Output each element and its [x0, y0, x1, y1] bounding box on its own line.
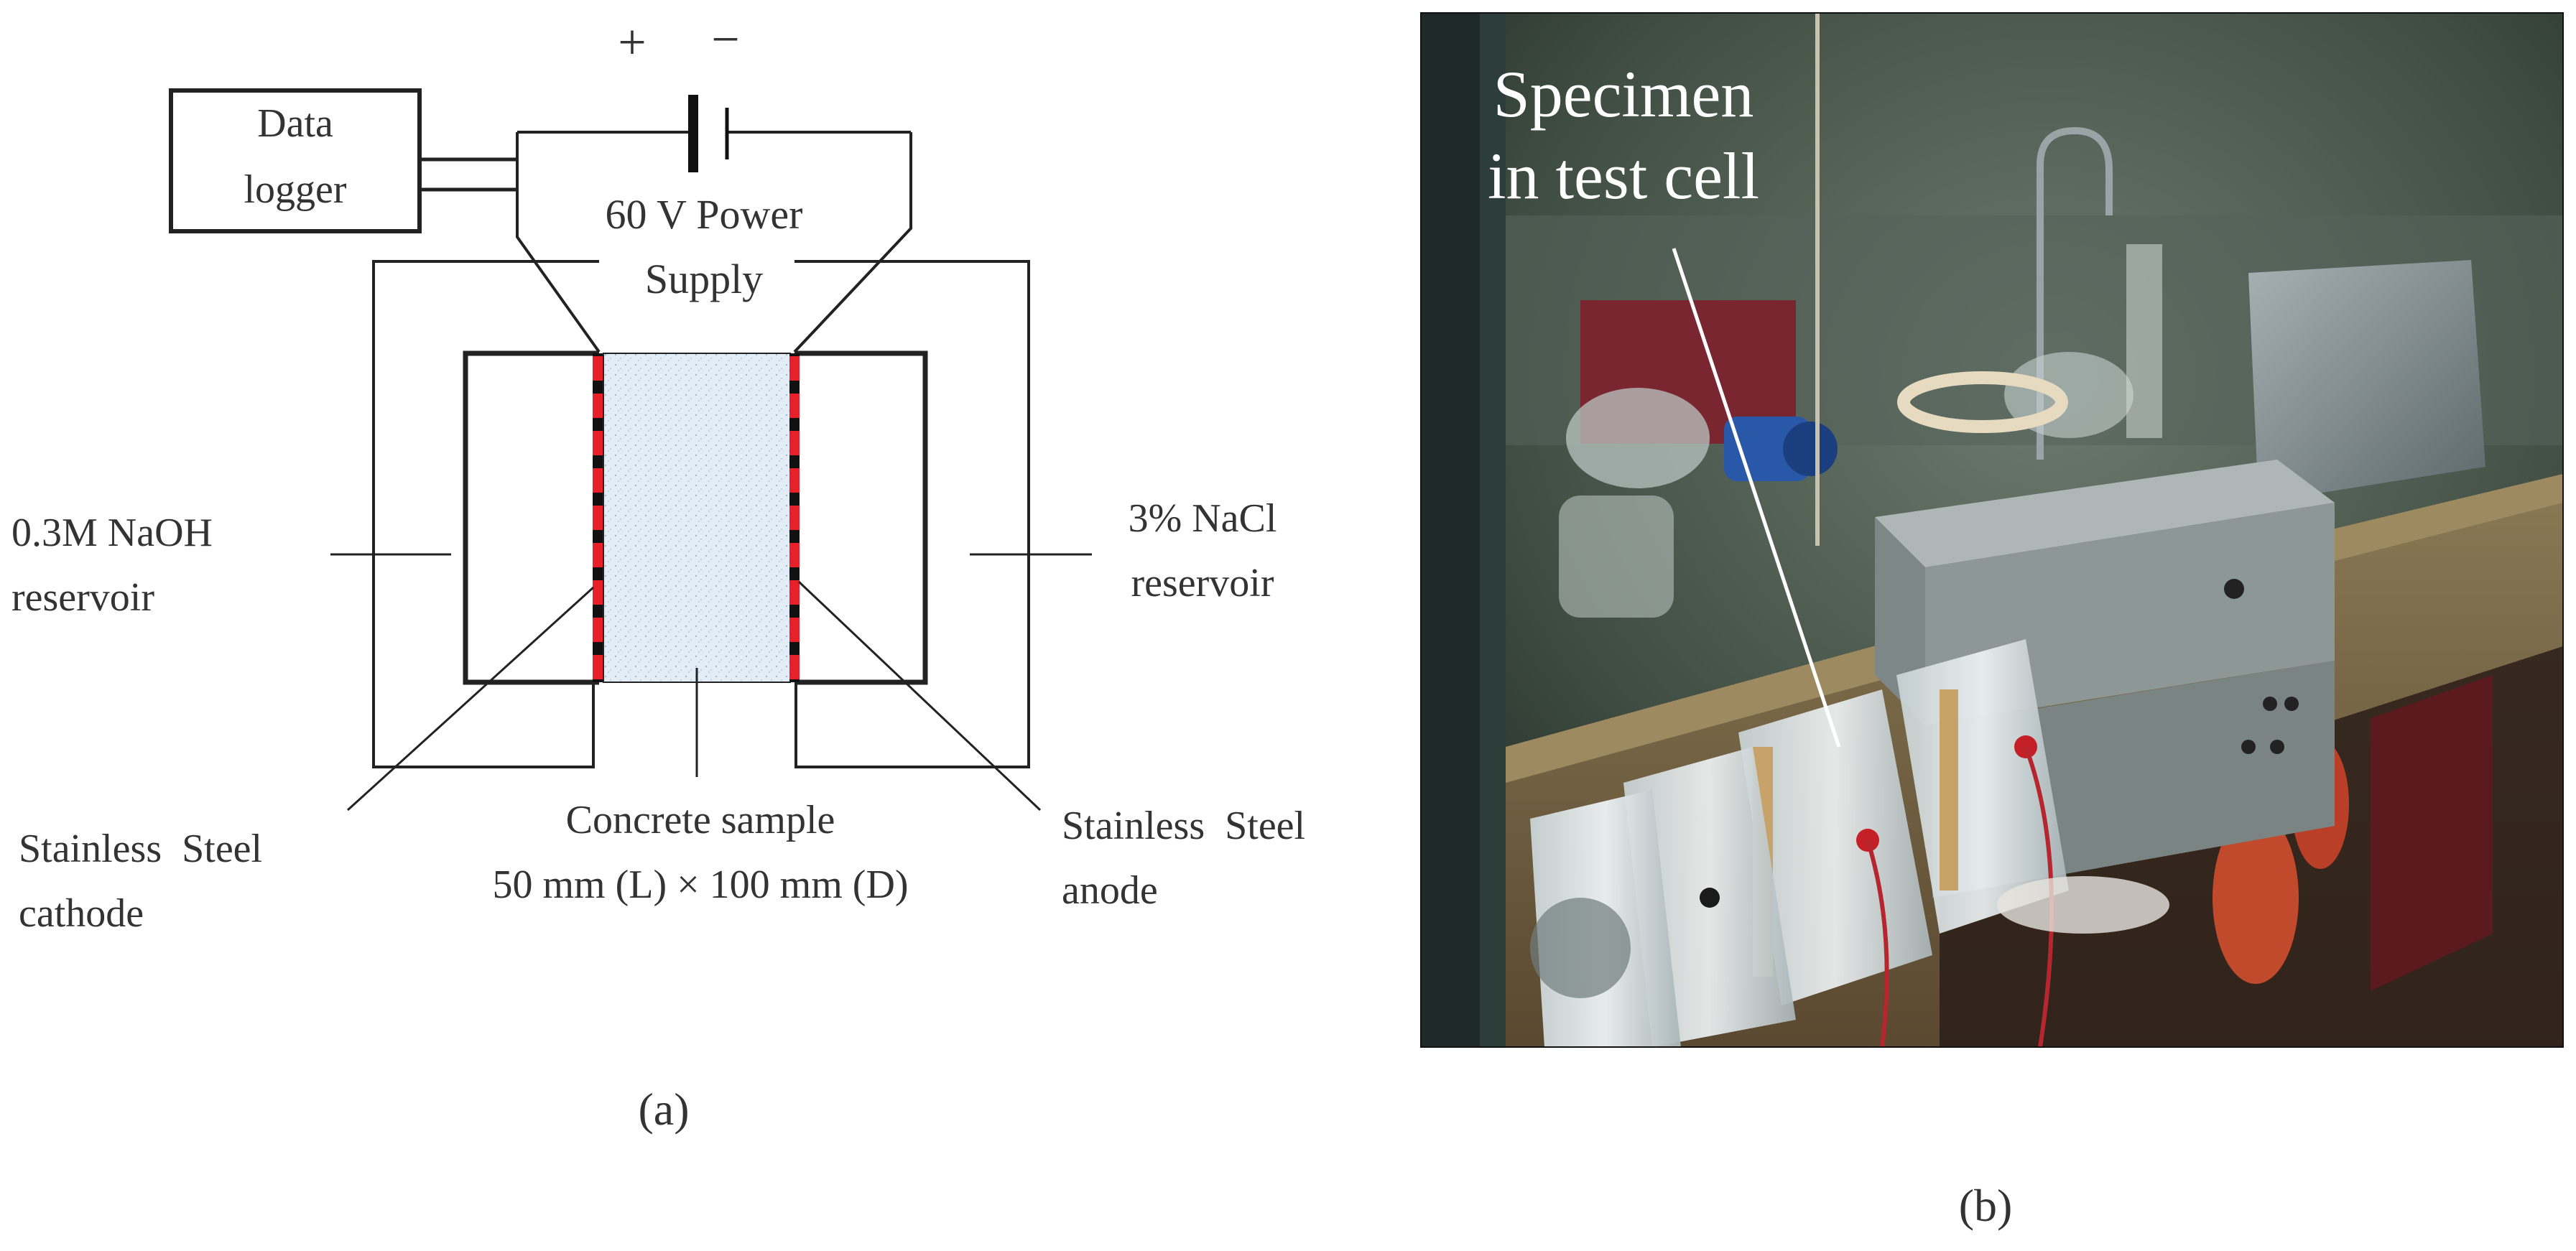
specimen-pointer-line [1672, 248, 1841, 748]
plus-sign: + [618, 15, 646, 70]
nacl-reservoir-chamber [794, 350, 928, 685]
cathode-leader-line [346, 586, 595, 811]
data-logger-label-2: logger [244, 167, 346, 212]
nacl-label-2: reservoir [1131, 561, 1274, 605]
data-logger-connection [420, 157, 517, 192]
nacl-label-1: 3% NaCl [1129, 496, 1277, 541]
anode-label-2: anode [1062, 868, 1158, 913]
panel-b-photo: Specimen in test cell (b) [1420, 12, 2564, 1231]
specimen-label-1: Specimen [1493, 57, 1754, 131]
naoh-label-1: 0.3M NaOH [11, 511, 213, 555]
anode-leader-line [797, 580, 1042, 811]
panel-b-caption: (b) [1959, 1180, 2013, 1231]
naoh-reservoir-chamber [463, 350, 599, 685]
reservoir-outer-outline [372, 260, 1030, 768]
power-supply-label-2: Supply [645, 256, 763, 302]
cathode-label-2: cathode [19, 891, 144, 936]
power-supply-label-1: 60 V Power [606, 191, 803, 238]
sample-label-2: 50 mm (L) × 100 mm (D) [492, 862, 908, 907]
minus-sign: − [711, 12, 739, 68]
anode-label-1: Stainless Steel [1062, 804, 1305, 848]
panel-a-schematic: Data logger + − 60 V Power Supply [11, 12, 1305, 1135]
data-logger-box [169, 88, 422, 233]
data-logger-label-1: Data [257, 101, 333, 146]
specimen-label-2: in test cell [1488, 139, 1759, 213]
panel-a-caption: (a) [638, 1084, 689, 1135]
concrete-sample [603, 353, 791, 683]
cathode-label-1: Stainless Steel [19, 827, 262, 871]
power-supply-circuit [516, 95, 912, 353]
sample-label-1: Concrete sample [566, 798, 835, 842]
naoh-label-2: reservoir [11, 575, 154, 620]
